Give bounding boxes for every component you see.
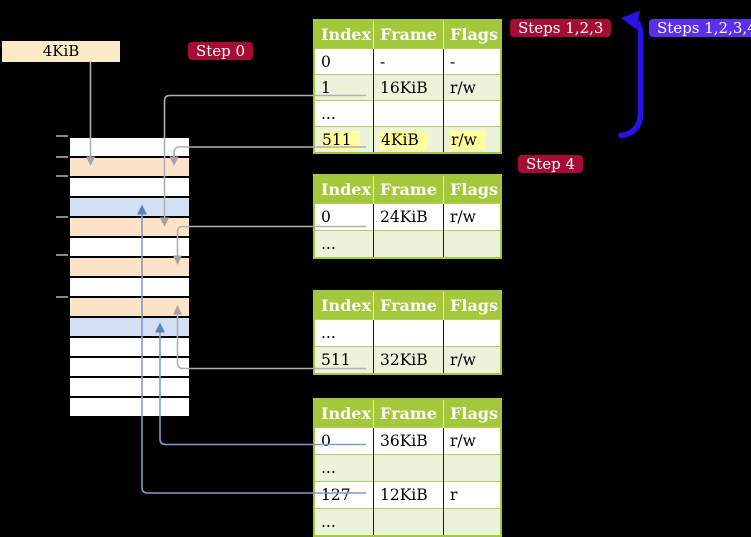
cell-flags <box>443 230 502 258</box>
cell-flags <box>443 454 502 482</box>
header-index: Index <box>314 20 374 49</box>
cell-frame <box>373 230 444 258</box>
table-row: 0 24KiB r/w <box>314 203 502 231</box>
cell-flags: r/w <box>443 203 502 231</box>
highlighted-value: 4KiB <box>380 130 427 150</box>
cell-flags: r <box>443 481 502 509</box>
memory-frame-row <box>70 338 189 358</box>
cell-flags: r/w <box>443 427 502 455</box>
address-tick <box>56 156 68 158</box>
header-index: Index <box>314 175 374 204</box>
header-frame: Frame <box>373 20 444 49</box>
cell-index: ... <box>314 454 374 482</box>
table-row: 0 36KiB r/w <box>314 427 502 455</box>
cell-flags: r/w <box>443 74 502 101</box>
cell-flags <box>443 508 502 536</box>
cell-frame: 32KiB <box>373 346 444 374</box>
header-flags: Flags <box>443 175 502 204</box>
memory-frame-row-page-table <box>70 218 189 238</box>
table-row: ... <box>314 508 502 536</box>
table-header-row: Index Frame Flags <box>314 20 502 49</box>
highlighted-value: 511 <box>321 130 360 150</box>
table-header-row: Index Frame Flags <box>314 399 502 428</box>
physical-memory-column <box>68 136 191 418</box>
cell-index: 511 <box>314 126 374 153</box>
header-frame: Frame <box>373 399 444 428</box>
page-table-level-3: Index Frame Flags 0 24KiB r/w ... <box>313 174 502 259</box>
frame-size-label: 4KiB <box>2 41 120 62</box>
cell-frame: 36KiB <box>373 427 444 455</box>
memory-frame-row-page-table <box>70 158 189 178</box>
cell-index: ... <box>314 508 374 536</box>
cell-index: 127 <box>314 481 374 509</box>
address-tick <box>56 216 68 218</box>
page-table-level-2: Index Frame Flags ... 511 32KiB r/w <box>313 290 502 375</box>
step4-badge: Step 4 <box>518 155 584 173</box>
cell-flags: r/w <box>443 126 502 153</box>
table-header-row: Index Frame Flags <box>314 291 502 320</box>
header-frame: Frame <box>373 291 444 320</box>
memory-frame-row <box>70 238 189 258</box>
table-row: 1 16KiB r/w <box>314 74 502 101</box>
memory-frame-row <box>70 278 189 298</box>
address-tick <box>56 254 68 256</box>
cell-frame <box>373 100 444 127</box>
header-index: Index <box>314 399 374 428</box>
table-row: 0 - - <box>314 48 502 75</box>
cell-flags <box>443 100 502 127</box>
table-row: 127 12KiB r <box>314 481 502 509</box>
page-table-level-4: Index Frame Flags 0 - - 1 16KiB r/w ... … <box>313 19 502 154</box>
memory-frame-row <box>70 358 189 378</box>
cell-index: 0 <box>314 427 374 455</box>
address-tick <box>56 296 68 298</box>
cell-index: 0 <box>314 48 374 75</box>
memory-frame-row-page-table <box>70 298 189 318</box>
step0-badge: Step 0 <box>188 42 254 60</box>
memory-frame-row <box>70 398 189 416</box>
header-index: Index <box>314 291 374 320</box>
cell-index: ... <box>314 230 374 258</box>
cell-flags: r/w <box>443 346 502 374</box>
cell-flags <box>443 319 502 347</box>
table-row: 511 32KiB r/w <box>314 346 502 374</box>
memory-frame-row <box>70 178 189 198</box>
memory-frame-row-mapped-page <box>70 318 189 338</box>
page-table-level-1: Index Frame Flags 0 36KiB r/w ... 127 12… <box>313 398 502 537</box>
header-flags: Flags <box>443 399 502 428</box>
address-tick <box>56 135 68 137</box>
highlighted-value: r/w <box>450 130 485 150</box>
header-flags: Flags <box>443 20 502 49</box>
cell-flags: - <box>443 48 502 75</box>
cell-frame <box>373 508 444 536</box>
cell-frame <box>373 454 444 482</box>
memory-frame-row-page-table <box>70 258 189 278</box>
cell-index: ... <box>314 100 374 127</box>
arrow-recursive-loop <box>618 10 644 139</box>
cell-index: ... <box>314 319 374 347</box>
steps1234-badge: Steps 1,2,3,4 <box>649 19 751 37</box>
memory-frame-row <box>70 138 189 158</box>
cell-frame: 12KiB <box>373 481 444 509</box>
cell-frame <box>373 319 444 347</box>
memory-frame-row-mapped-page <box>70 198 189 218</box>
table-row: ... <box>314 230 502 258</box>
cell-index: 1 <box>314 74 374 101</box>
header-flags: Flags <box>443 291 502 320</box>
address-tick <box>56 175 68 177</box>
cell-frame: 24KiB <box>373 203 444 231</box>
table-row-recursive-entry: 511 4KiB r/w <box>314 126 502 153</box>
cell-frame: 16KiB <box>373 74 444 101</box>
table-row: ... <box>314 319 502 347</box>
cell-frame: - <box>373 48 444 75</box>
header-frame: Frame <box>373 175 444 204</box>
cell-index: 0 <box>314 203 374 231</box>
memory-frame-row <box>70 378 189 398</box>
cell-frame: 4KiB <box>373 126 444 153</box>
cell-index: 511 <box>314 346 374 374</box>
steps123-badge: Steps 1,2,3 <box>510 19 612 37</box>
table-row: ... <box>314 100 502 127</box>
table-row: ... <box>314 454 502 482</box>
table-header-row: Index Frame Flags <box>314 175 502 204</box>
